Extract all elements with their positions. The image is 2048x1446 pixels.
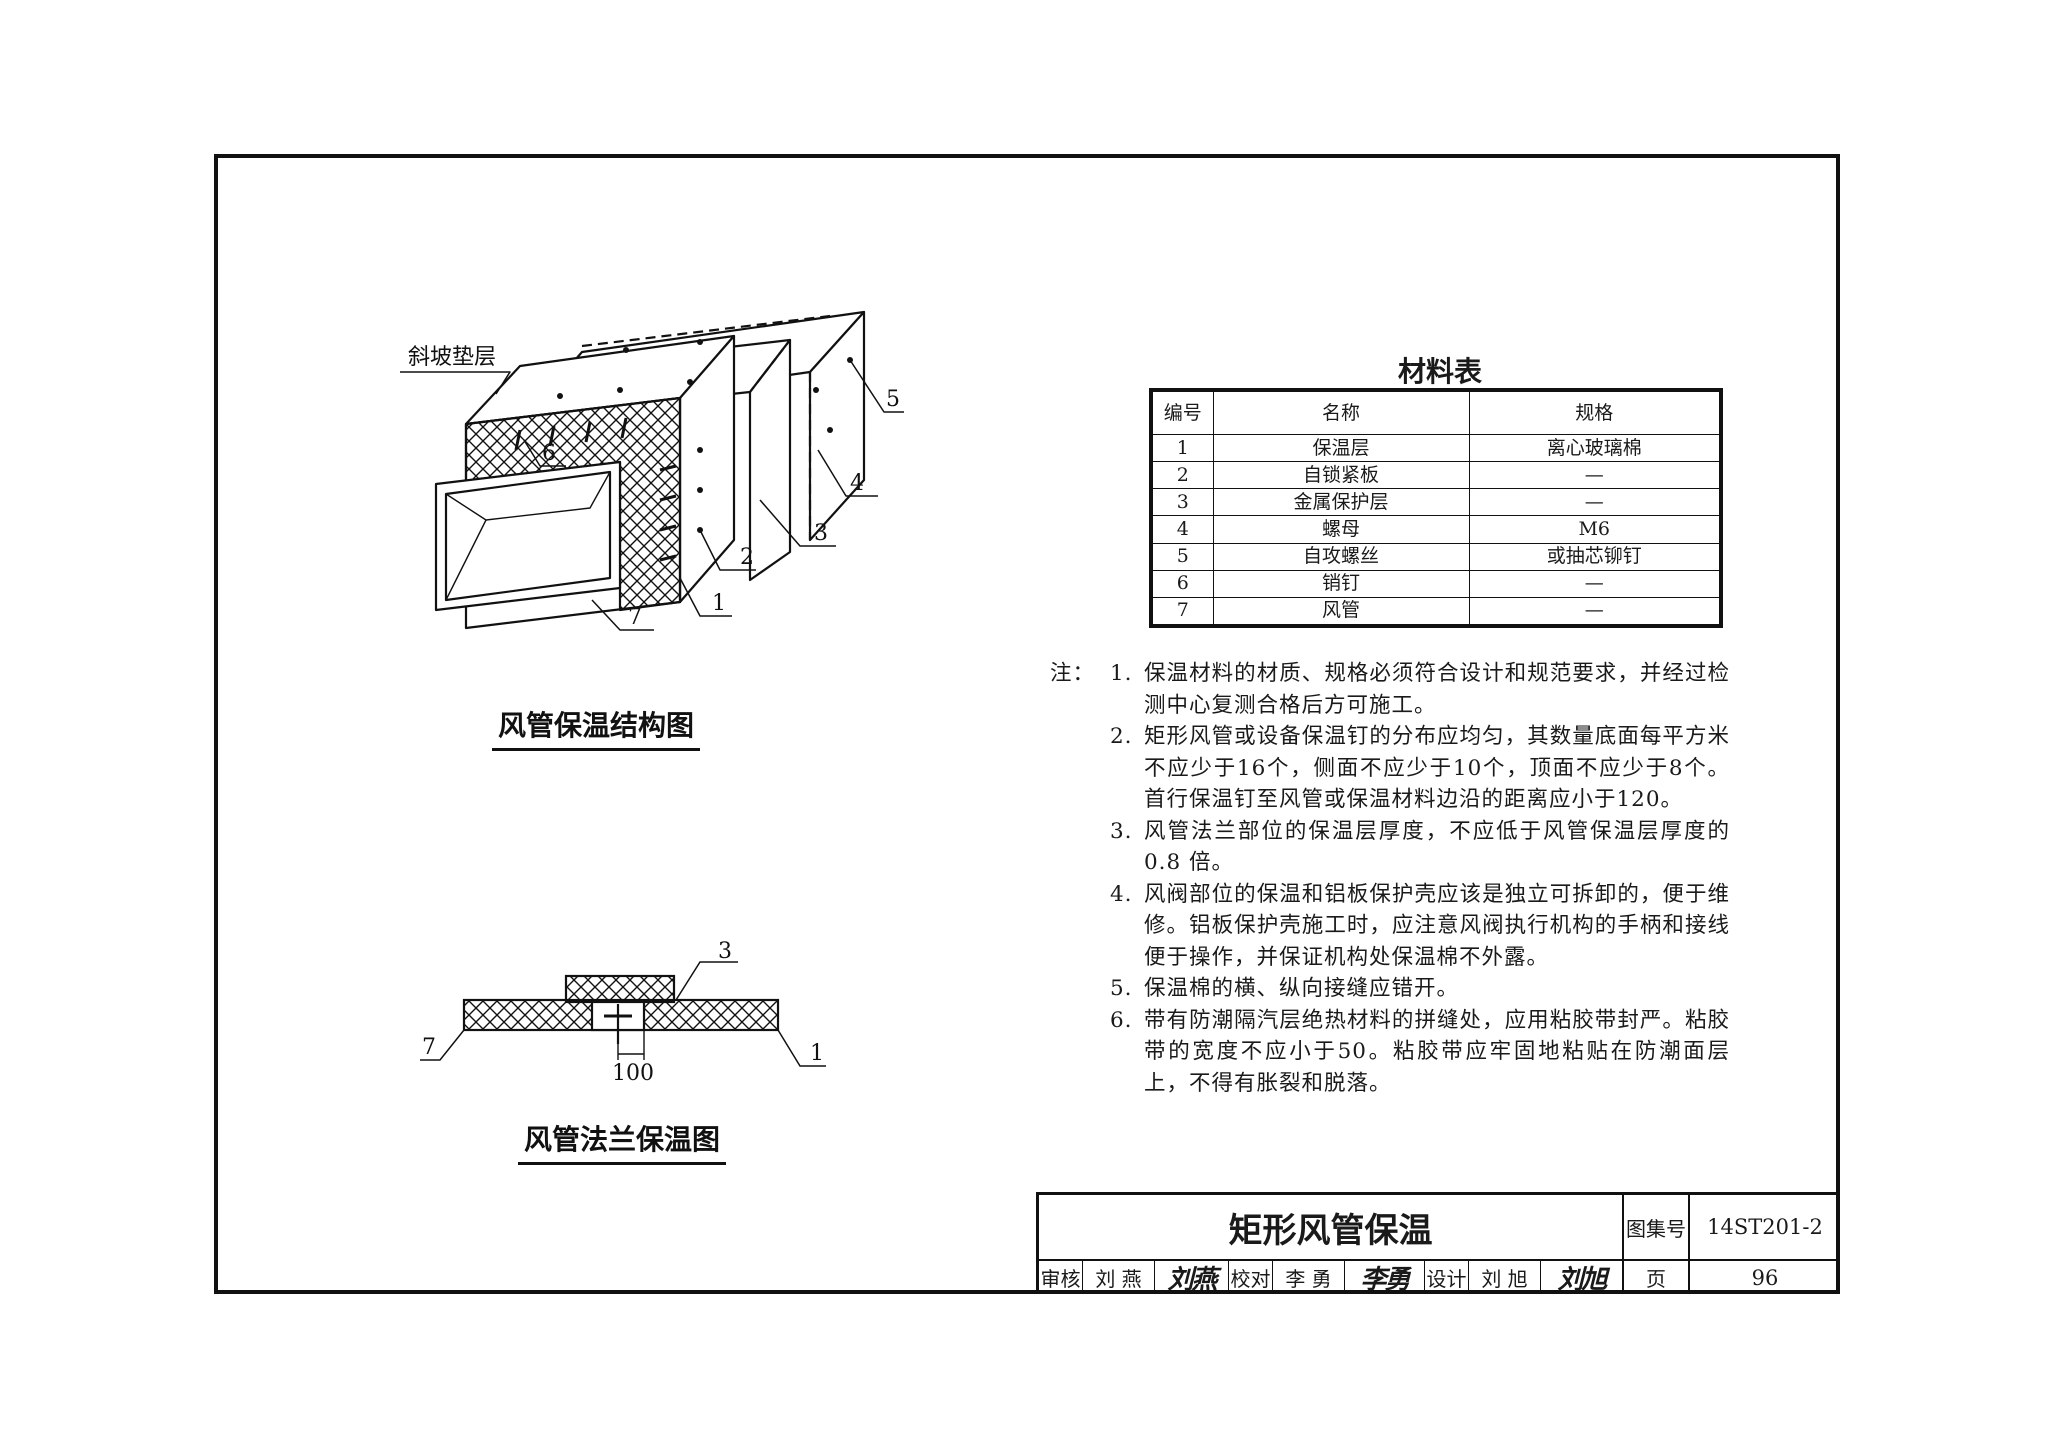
header-number: 编号 xyxy=(1150,389,1214,435)
table-header-row: 编号 名称 规格 xyxy=(1150,389,1722,435)
note-item: 1.保温材料的材质、规格必须符合设计和规范要求，并经过检测中心复测合格后方可施工… xyxy=(1110,661,1730,718)
title-block: 矩形风管保温 图集号 14ST201-2 页 96 审核 刘 燕 刘燕 校对 李… xyxy=(1036,1192,1840,1295)
check-signature: 李勇 xyxy=(1345,1261,1425,1295)
check-name: 李 勇 xyxy=(1273,1261,1345,1294)
atlas-number: 14ST201-2 xyxy=(1690,1195,1840,1261)
flange-figure-title: 风管法兰保温图 xyxy=(518,1118,727,1165)
design-label: 设计 xyxy=(1425,1261,1469,1294)
callout-3: 3 xyxy=(814,521,828,546)
structure-figure-title: 风管保温结构图 xyxy=(492,704,701,751)
callout-slope: 斜坡垫层 xyxy=(408,345,496,370)
notes-section: 注： 1.保温材料的材质、规格必须符合设计和规范要求，并经过检测中心复测合格后方… xyxy=(1050,658,1730,1099)
header-name: 名称 xyxy=(1212,389,1470,435)
review-name: 刘 燕 xyxy=(1083,1261,1155,1294)
notes-list: 1.保温材料的材质、规格必须符合设计和规范要求，并经过检测中心复测合格后方可施工… xyxy=(1050,658,1730,1099)
flange-drawing xyxy=(420,961,826,1067)
callout-4: 4 xyxy=(850,471,864,496)
flange-callout-3: 3 xyxy=(718,939,732,964)
page-label: 页 xyxy=(1624,1261,1690,1294)
review-label: 审核 xyxy=(1039,1261,1083,1294)
note-item: 5.保温棉的横、纵向接缝应错开。 xyxy=(1110,976,1460,1001)
design-name: 刘 旭 xyxy=(1469,1261,1541,1294)
drawing-title: 矩形风管保温 xyxy=(1039,1195,1624,1261)
review-signature: 刘燕 xyxy=(1155,1261,1229,1295)
flange-callout-1: 1 xyxy=(810,1041,824,1066)
atlas-label: 图集号 xyxy=(1624,1195,1690,1261)
flange-dimension: 100 xyxy=(612,1061,654,1086)
callout-7: 7 xyxy=(628,605,642,630)
callout-5: 5 xyxy=(886,387,900,412)
callout-1: 1 xyxy=(712,591,726,616)
drawing-frame xyxy=(214,154,1840,1294)
note-item: 4.风阀部位的保温和铝板保护壳应该是独立可拆卸的，便于维修。铝板保护壳施工时，应… xyxy=(1110,881,1730,970)
note-item: 2.矩形风管或设备保温钉的分布应均匀，其数量底面每平方米不应少于16个，侧面不应… xyxy=(1110,724,1730,812)
callout-2: 2 xyxy=(740,545,754,570)
callout-6: 6 xyxy=(542,441,556,466)
middle-section-side xyxy=(748,338,792,582)
page-number: 96 xyxy=(1751,1265,1779,1290)
note-item: 6.带有防潮隔汽层绝热材料的拼缝处，应用粘胶带封严。粘胶带的宽度不应小于50。粘… xyxy=(1110,1007,1730,1096)
flange-callout-7: 7 xyxy=(422,1035,436,1060)
duct-inner xyxy=(444,470,612,602)
notes-head: 注： xyxy=(1050,661,1096,686)
design-signature: 刘旭 xyxy=(1541,1261,1624,1295)
note-item: 3.风管法兰部位的保温层厚度，不应低于风管保温层厚度的0.8 倍。 xyxy=(1110,818,1730,876)
check-label: 校对 xyxy=(1229,1261,1273,1294)
header-spec: 规格 xyxy=(1468,389,1722,435)
material-table-title: 材料表 xyxy=(1397,355,1482,388)
